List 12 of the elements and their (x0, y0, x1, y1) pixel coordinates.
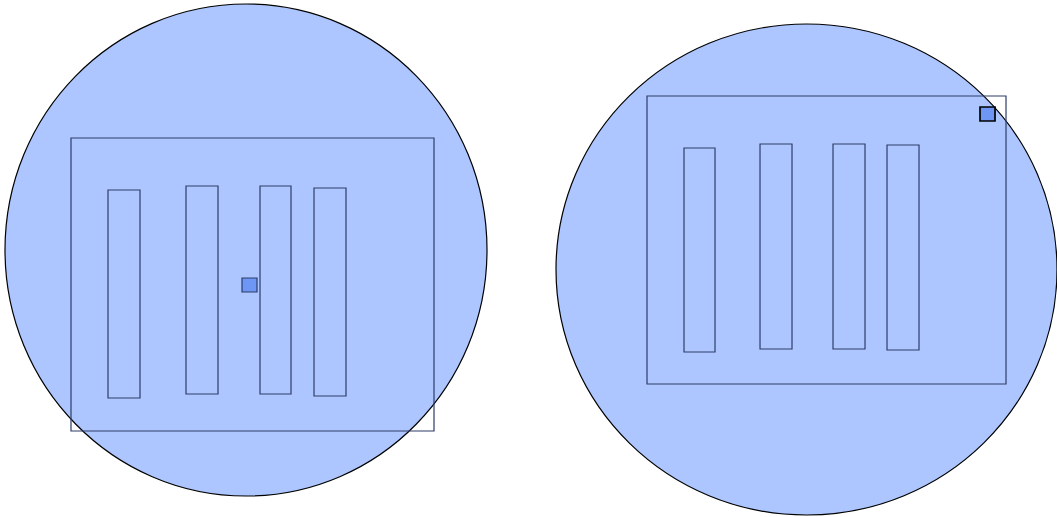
rectangle (979, 106, 996, 122)
ellipse (555, 23, 1057, 516)
bar (313, 187, 347, 397)
bar (832, 143, 866, 350)
bar (107, 189, 141, 399)
bar (759, 143, 793, 350)
circle (4, 3, 488, 497)
bar (683, 147, 716, 353)
bar (886, 144, 920, 351)
bar (185, 185, 219, 395)
rectangle (241, 277, 258, 293)
bar (259, 185, 292, 395)
